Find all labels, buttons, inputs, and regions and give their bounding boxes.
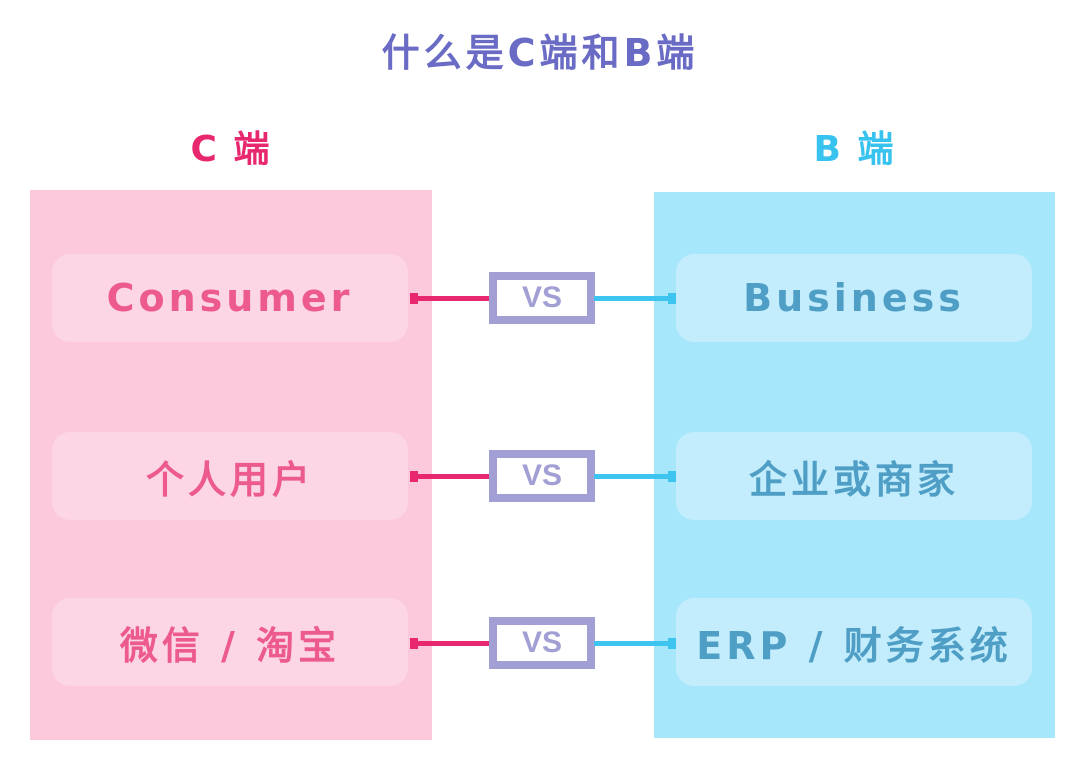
vs-badge: VS xyxy=(489,617,595,669)
b-card-erp-finance: ERP / 财务系统 xyxy=(676,598,1032,686)
c-connector-line xyxy=(410,293,490,304)
b-connector-line xyxy=(594,638,676,649)
page-title: 什么是C端和B端 xyxy=(381,31,699,75)
b-side-heading: B 端 xyxy=(813,129,896,170)
vs-badge: VS xyxy=(489,450,595,502)
b-card-label: 企业或商家 xyxy=(748,457,959,502)
c-card-wechat-taobao: 微信 / 淘宝 xyxy=(52,598,408,686)
c-card-label: 个人用户 xyxy=(145,457,314,502)
b-connector-line xyxy=(594,293,676,304)
c-connector-line xyxy=(410,471,490,482)
b-card-label: ERP / 财务系统 xyxy=(696,623,1012,668)
b-card-enterprise: 企业或商家 xyxy=(676,432,1032,520)
b-card-business: Business xyxy=(676,254,1032,342)
vs-badge: VS xyxy=(489,272,595,324)
vs-label: VS xyxy=(521,281,563,314)
c-card-label: 微信 / 淘宝 xyxy=(119,623,341,668)
c-card-consumer: Consumer xyxy=(52,254,408,342)
b-card-label: Business xyxy=(743,276,965,320)
c-card-individual-user: 个人用户 xyxy=(52,432,408,520)
c-connector-line xyxy=(410,638,490,649)
vs-label: VS xyxy=(521,626,563,659)
c-side-heading: C 端 xyxy=(190,129,272,170)
b-connector-line xyxy=(594,471,676,482)
c-card-label: Consumer xyxy=(106,276,354,320)
vs-label: VS xyxy=(521,459,563,492)
